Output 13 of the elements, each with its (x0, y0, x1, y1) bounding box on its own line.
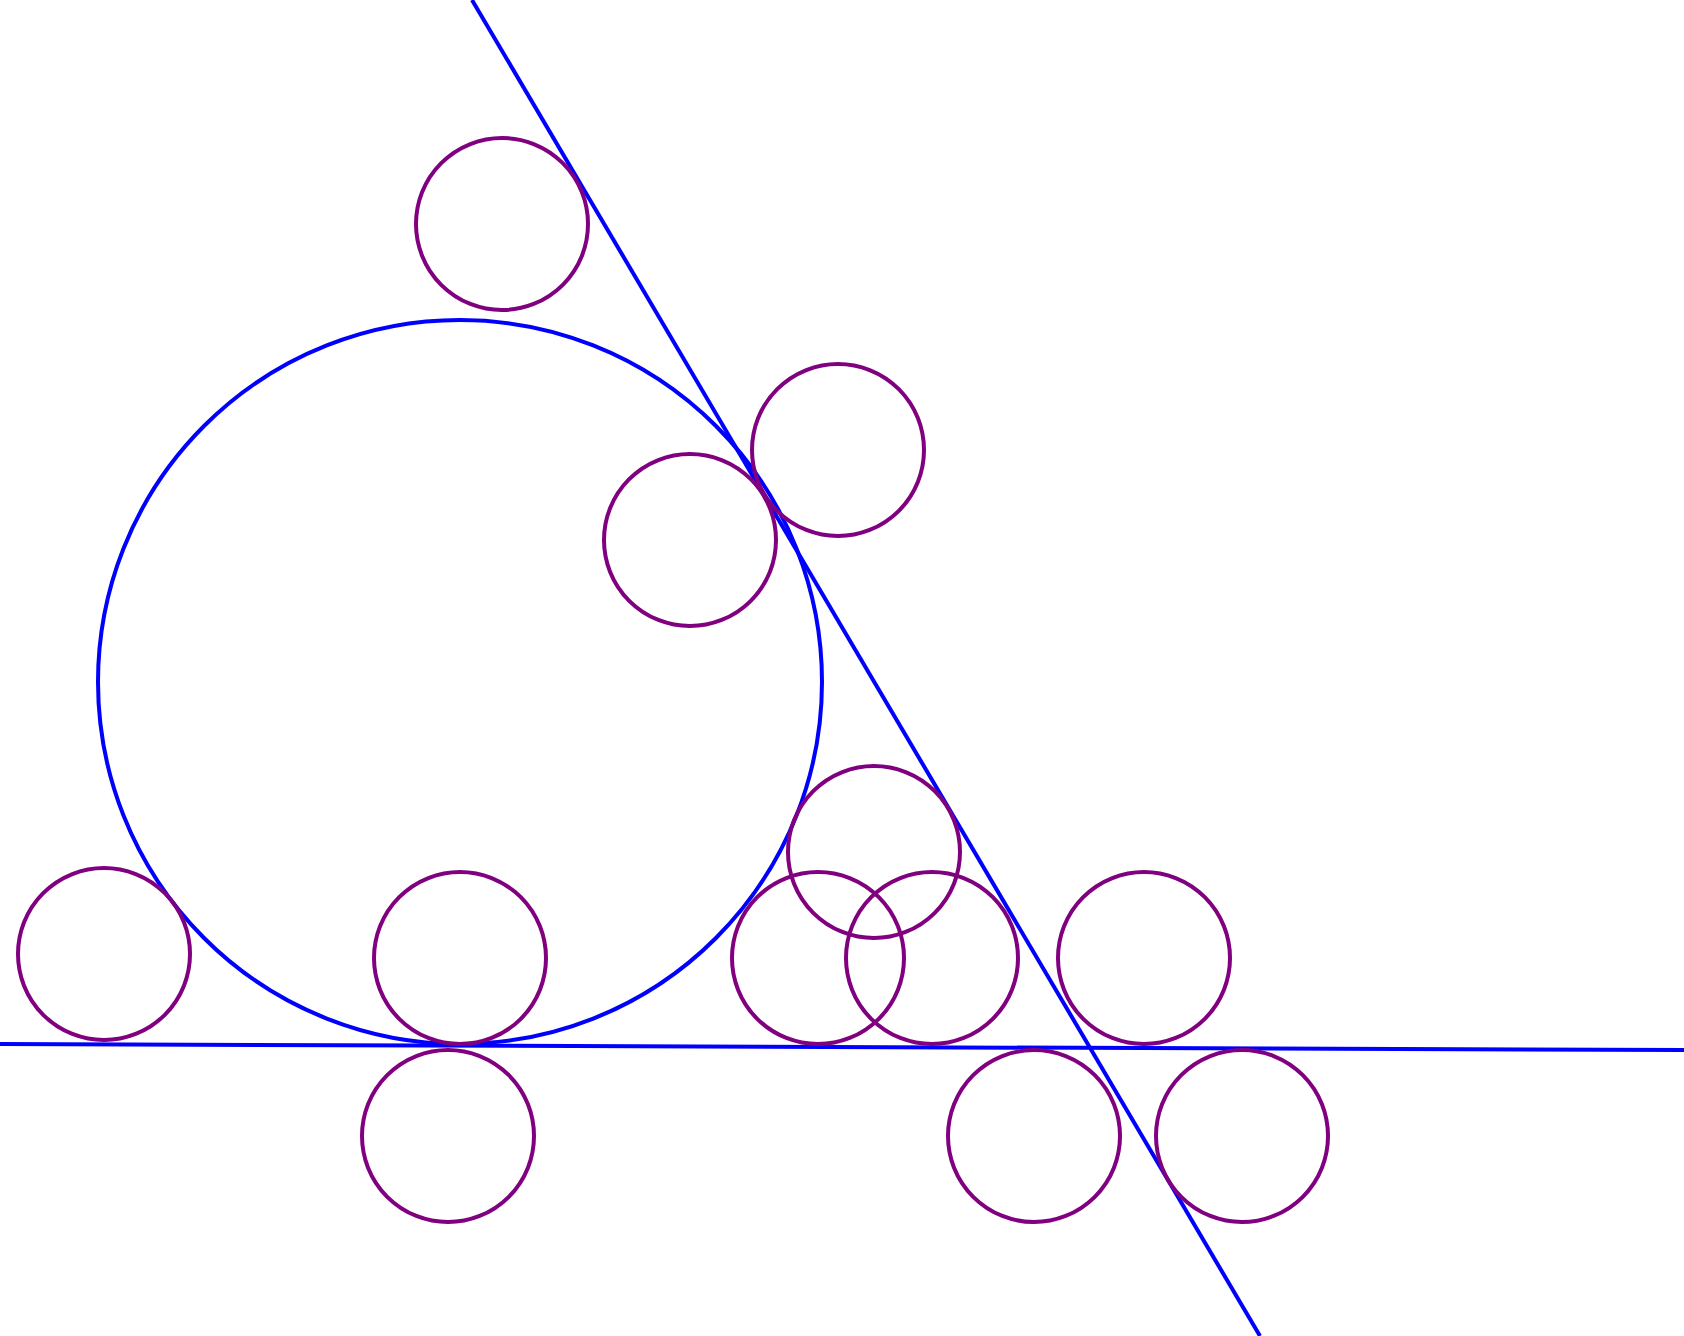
circle (786, 764, 962, 940)
circle (360, 1048, 536, 1224)
circle (414, 136, 590, 312)
circle (844, 870, 1020, 1046)
circle (96, 318, 824, 1046)
circle (730, 870, 906, 1046)
circle (1056, 870, 1232, 1046)
circle (372, 870, 548, 1046)
circle (602, 452, 778, 628)
circle (16, 866, 192, 1042)
circle (946, 1048, 1122, 1224)
circle (1154, 1048, 1330, 1224)
circle (750, 362, 926, 538)
